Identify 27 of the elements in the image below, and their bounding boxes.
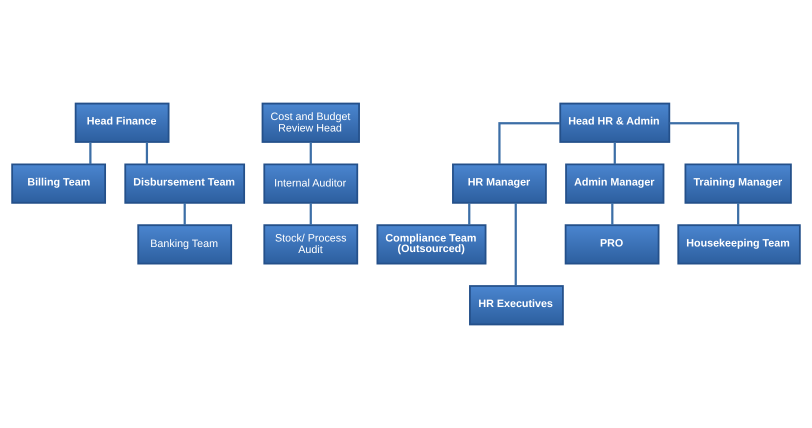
connector	[514, 202, 517, 286]
connector	[498, 122, 560, 164]
connector	[310, 142, 312, 164]
node-box: Banking Team	[137, 224, 232, 265]
node-box: Cost and Budget Review Head	[262, 102, 360, 143]
connector	[146, 142, 148, 164]
connector	[184, 202, 186, 226]
connector	[611, 202, 614, 226]
connector	[670, 122, 740, 164]
connector	[468, 202, 470, 226]
connector	[89, 142, 92, 164]
node-box: Billing Team	[11, 163, 106, 204]
node-box: Compliance Team (Outsourced)	[376, 224, 486, 265]
node-box: Housekeeping Team	[677, 224, 801, 265]
node-box: Admin Manager	[565, 163, 664, 204]
node-box: HR Executives	[469, 285, 564, 326]
node-box: Disbursement Team	[124, 163, 246, 204]
node-box: Head Finance	[74, 102, 170, 143]
connector	[737, 202, 740, 226]
node-box: PRO	[564, 224, 660, 265]
node-box: Stock/ Process Audit	[263, 224, 358, 265]
node-box: Training Manager	[684, 163, 792, 204]
connector	[310, 202, 312, 226]
node-box: HR Manager	[452, 163, 547, 204]
connector	[614, 142, 616, 164]
node-box: Head HR & Admin	[559, 102, 670, 143]
node-box: Internal Auditor	[263, 163, 358, 204]
